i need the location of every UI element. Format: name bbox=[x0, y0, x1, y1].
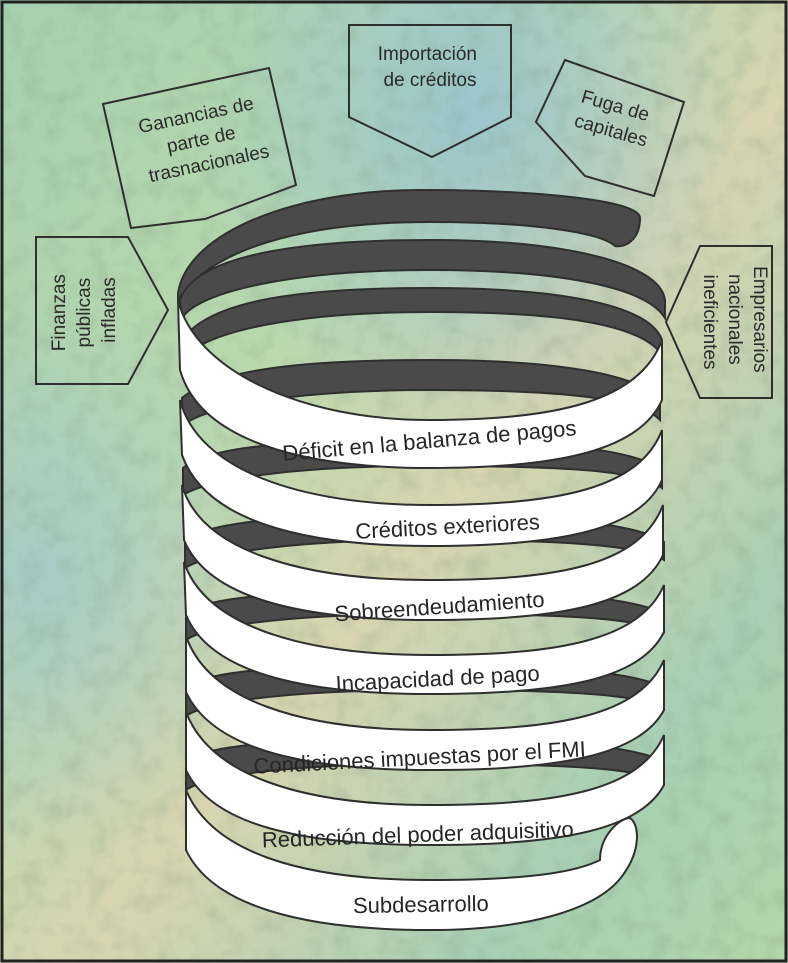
cause-box-fuga-shape bbox=[534, 58, 686, 198]
cause-box-importacion-shape bbox=[348, 24, 512, 159]
cause-box-empresarios-shape bbox=[664, 245, 773, 399]
empresarios-line-2: nacionales bbox=[724, 274, 745, 365]
svg-text:Empresarios nacionales: Empresarios nacionales ineficientes bbox=[699, 266, 770, 378]
empresarios-line-3: ineficientes bbox=[699, 274, 720, 369]
spiral-band-2 bbox=[179, 399, 663, 548]
cause-box-finanzas-shape bbox=[35, 236, 170, 385]
spiral-band-3 bbox=[181, 484, 664, 622]
spiral-band-1 bbox=[177, 299, 663, 470]
spiral-band-6 bbox=[185, 711, 665, 847]
empresarios-line-1: Empresarios bbox=[749, 266, 770, 373]
svg-text:Importación de créditos: Importación de créditos bbox=[378, 44, 483, 91]
cause-box-finanzas: Finanzas públicas infladas bbox=[35, 236, 170, 385]
spiral-coil-back bbox=[177, 188, 642, 304]
importacion-line-1: Importación bbox=[378, 44, 477, 65]
cause-box-ganancias-shape bbox=[101, 66, 298, 230]
band-label-7: Subdesarrollo bbox=[353, 891, 489, 918]
spiral-coil-back bbox=[178, 238, 666, 322]
importacion-line-2: de créditos bbox=[384, 70, 477, 91]
finanzas-line-1: Finanzas bbox=[49, 274, 70, 351]
spiral-band-5 bbox=[185, 635, 665, 772]
cause-box-empresarios: Empresarios nacionales ineficientes bbox=[664, 245, 773, 399]
spiral-band-7 bbox=[185, 789, 638, 932]
spiral-band-4 bbox=[183, 561, 665, 696]
svg-text:Finanzas públicas: Finanzas públicas infladas bbox=[49, 269, 120, 351]
finanzas-line-3: infladas bbox=[99, 277, 120, 343]
spiral bbox=[177, 188, 666, 932]
spiral-coil-back bbox=[180, 358, 661, 427]
cause-box-importacion: Importación de créditos bbox=[348, 24, 512, 159]
finanzas-line-2: públicas bbox=[74, 278, 95, 348]
